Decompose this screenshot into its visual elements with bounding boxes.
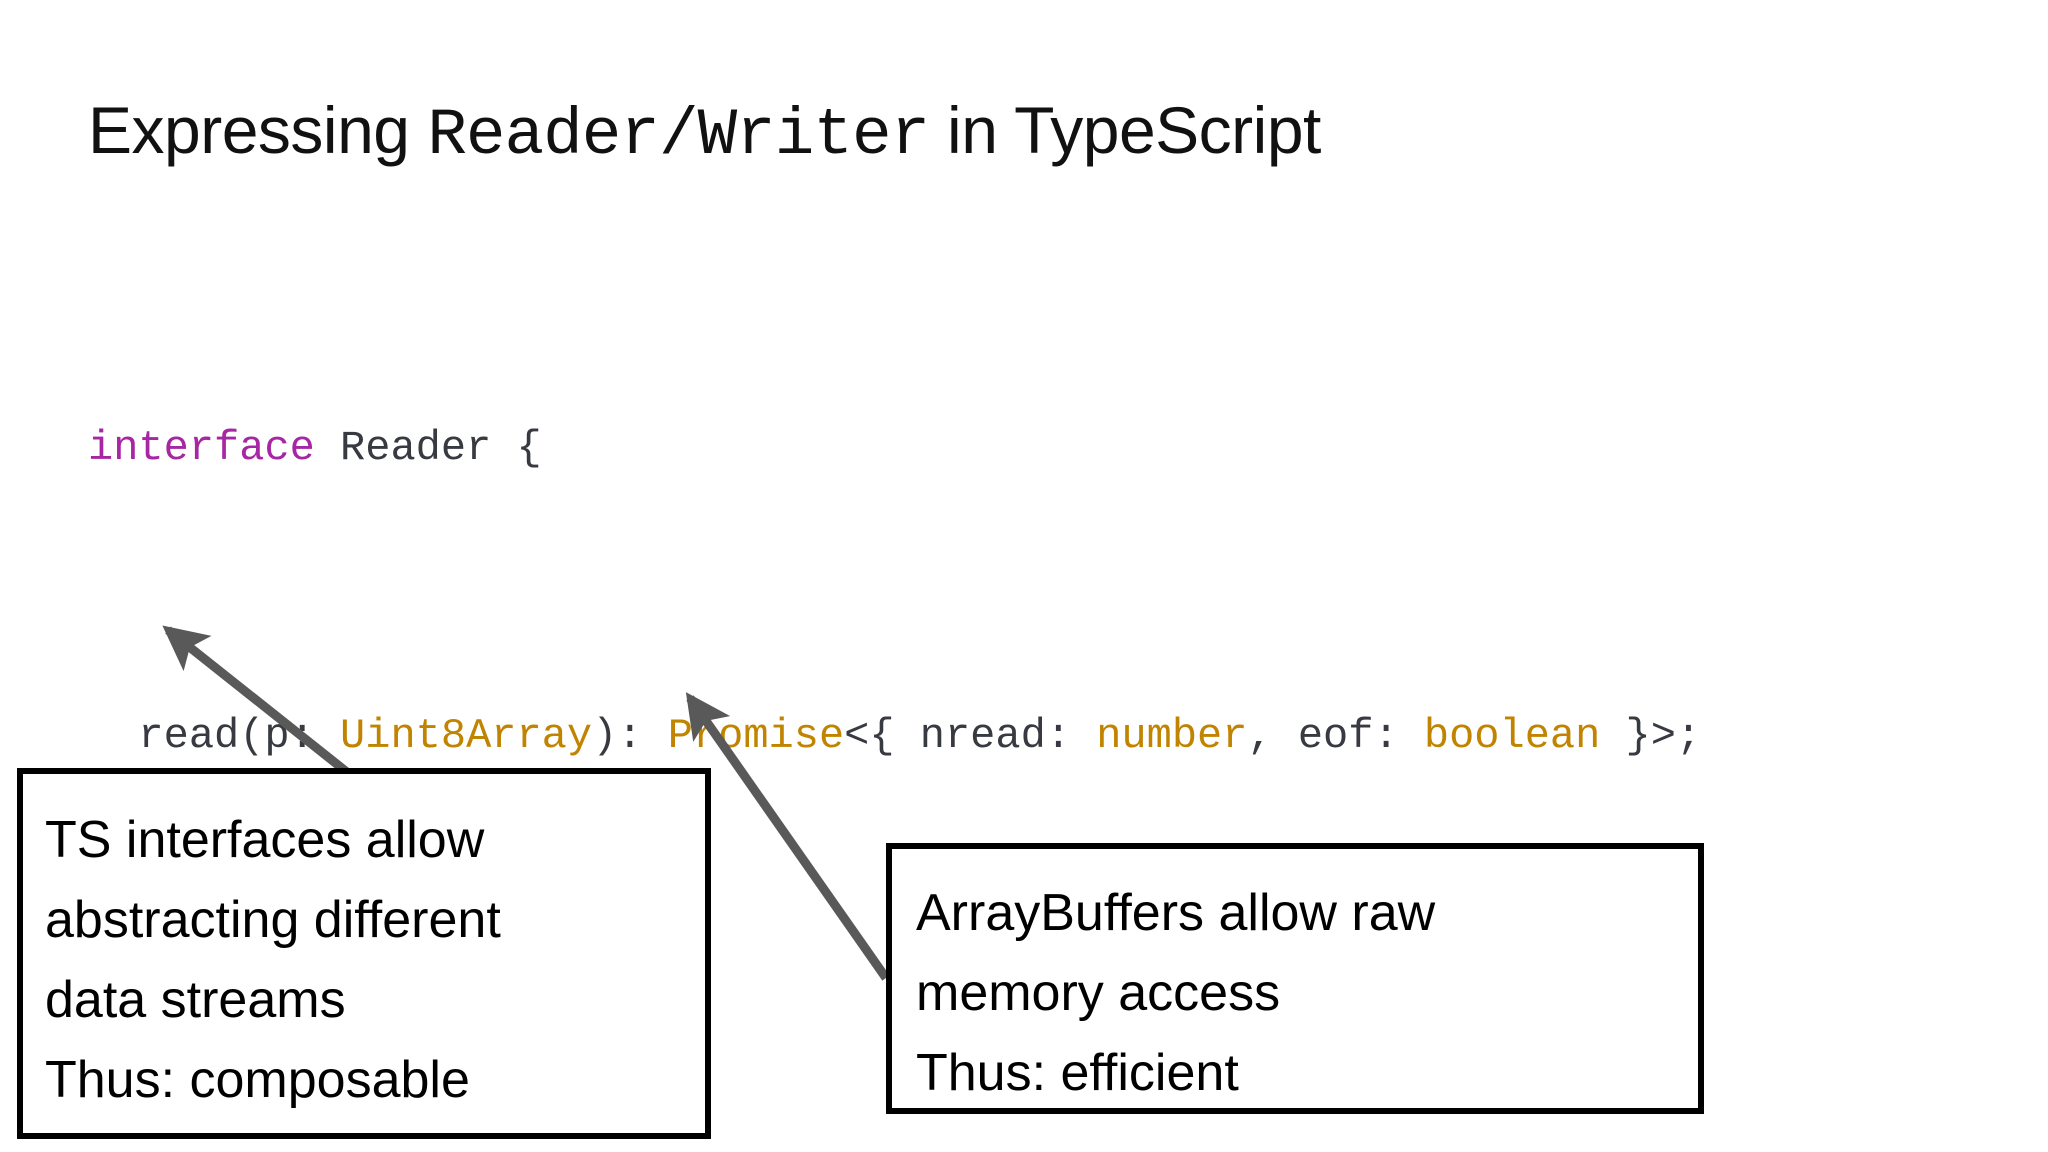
page-title-suffix: in TypeScript: [929, 93, 1321, 167]
code-token-type: Promise: [667, 712, 845, 760]
code-token-type: Uint8Array: [340, 712, 593, 760]
code-token-type: number: [1096, 712, 1248, 760]
callout-line: memory access: [916, 964, 1281, 1022]
code-token-keyword: interface: [88, 424, 315, 472]
code-token-plain: ):: [592, 712, 668, 760]
callout-box-efficient: ArrayBuffers allow raw memory access Thu…: [886, 843, 1704, 1114]
page-title-mono-part: Reader/Writer: [427, 98, 930, 173]
page-title: Expressing Reader/Writer in TypeScript: [88, 93, 1321, 173]
code-token-plain: read(p:: [88, 712, 341, 760]
callout-line: abstracting different: [45, 891, 501, 949]
callout-line: Thus: composable: [45, 1051, 470, 1109]
code-line-reader-read: read(p: Uint8Array): Promise<{ nread: nu…: [88, 700, 1701, 772]
code-token-plain: }>;: [1600, 712, 1702, 760]
callout-line: TS interfaces allow: [45, 811, 485, 869]
callout-line: Thus: efficient: [916, 1044, 1239, 1102]
code-line-reader-open: interface Reader {: [88, 412, 1701, 484]
code-token-plain: <{ nread:: [844, 712, 1097, 760]
code-token-plain: , eof:: [1247, 712, 1424, 760]
callout-box-composable: TS interfaces allow abstracting differen…: [17, 768, 711, 1139]
page-title-prefix: Expressing: [88, 93, 428, 167]
callout-line: ArrayBuffers allow raw: [916, 884, 1436, 942]
code-token-type: boolean: [1423, 712, 1601, 760]
callout-line: data streams: [45, 971, 346, 1029]
code-token-plain: Reader {: [314, 424, 542, 472]
